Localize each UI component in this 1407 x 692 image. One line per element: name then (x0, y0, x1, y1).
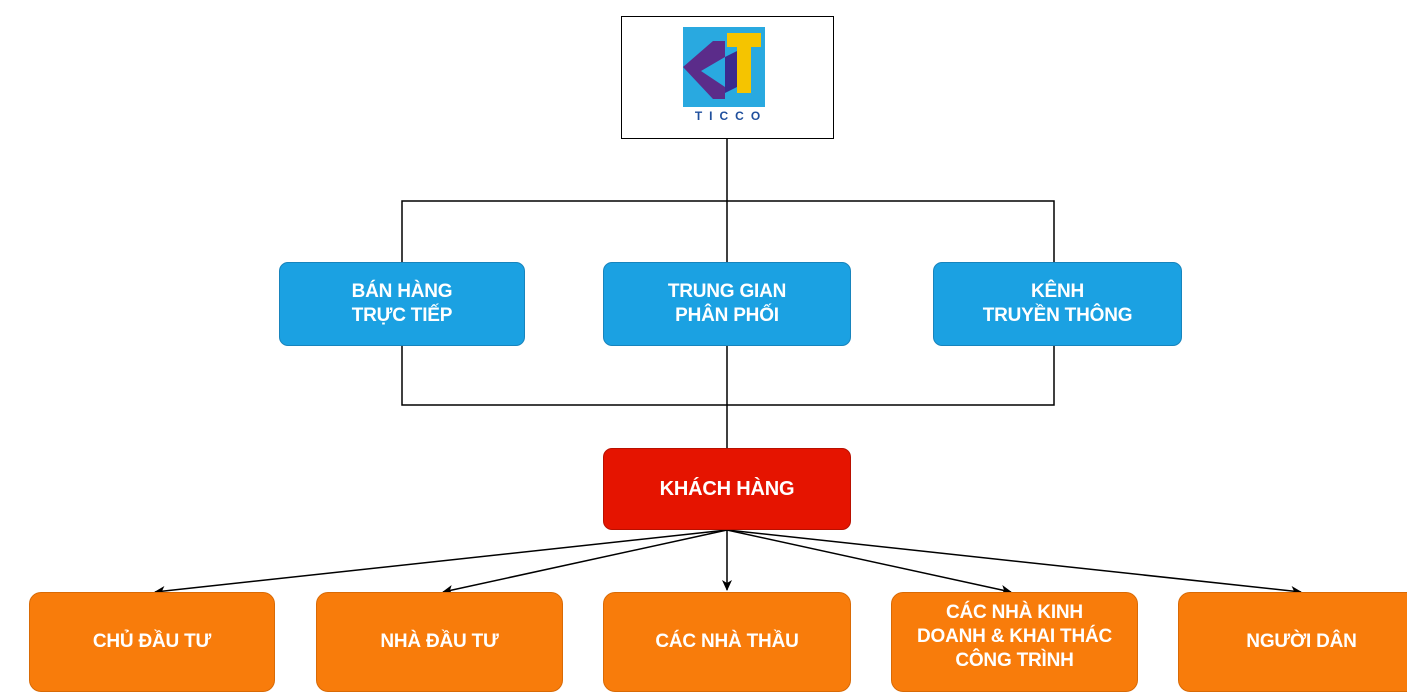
segment-chu-dau-tu: CHỦ ĐẦU TƯ (29, 592, 275, 692)
arrow-to-nha-kinh-doanh (726, 529, 1012, 595)
segment-label: CHỦ ĐẦU TƯ (92, 631, 212, 652)
channel-label: KÊNH TRUYỀN THÔNG (982, 281, 1133, 326)
arrow-to-nha-dau-tu (442, 529, 728, 595)
connector-top-bus (401, 200, 1055, 262)
segment-label: NGƯỜI DÂN (1246, 631, 1357, 652)
segment-cac-nha-thau: CÁC NHÀ THẦU (603, 592, 851, 692)
segment-nguoi-dan: NGƯỜI DÂN (1178, 592, 1407, 692)
segment-nha-kinh-doanh: CÁC NHÀ KINH DOANH & KHAI THÁC CÔNG TRÌN… (891, 592, 1138, 692)
ticco-logo-icon (683, 27, 765, 107)
connector-bottom-bus (401, 345, 1055, 406)
channel-distribution: TRUNG GIAN PHÂN PHỐI (603, 262, 851, 346)
segment-nha-dau-tu: NHÀ ĐẦU TƯ (316, 592, 563, 692)
arrow-to-nguoi-dan (726, 529, 1302, 596)
channel-label: BÁN HÀNG TRỰC TIẾP (351, 281, 453, 326)
segment-label: CÁC NHÀ KINH DOANH & KHAI THÁC CÔNG TRÌN… (916, 602, 1113, 671)
channel-direct-sales: BÁN HÀNG TRỰC TIẾP (279, 262, 525, 346)
segment-label: NHÀ ĐẦU TƯ (380, 631, 499, 652)
ticco-logo-box: TICCO (621, 16, 834, 139)
segment-label: CÁC NHÀ THẦU (655, 631, 799, 652)
customer-box: KHÁCH HÀNG (603, 448, 851, 530)
channel-label: TRUNG GIAN PHÂN PHỐI (667, 281, 787, 326)
customer-label: KHÁCH HÀNG (659, 478, 795, 500)
ticco-logo-text: TICCO (694, 109, 768, 123)
channel-media: KÊNH TRUYỀN THÔNG (933, 262, 1182, 346)
arrow-to-chu-dau-tu (154, 529, 728, 596)
